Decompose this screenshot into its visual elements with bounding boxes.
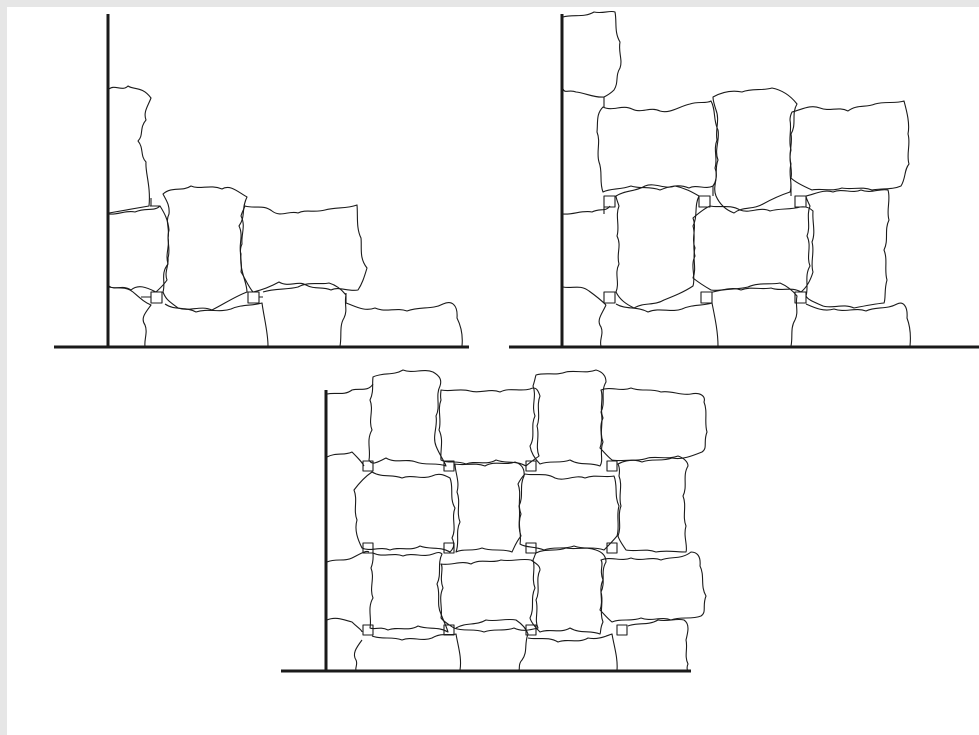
paving-stone [370,553,448,633]
panel-stage-1 [54,14,469,347]
joint-square [617,625,627,635]
paving-stone [109,206,169,292]
joint-square [795,196,806,207]
paving-stone [354,472,455,552]
joint-square [604,292,615,303]
joint-square [701,292,712,303]
paving-stone [346,303,462,346]
paving-stone [790,101,909,190]
paving-stone [713,283,797,346]
paving-stone [163,186,247,310]
joint-square [699,196,710,207]
paving-stone [263,283,346,346]
paving-pattern-diagram [7,7,979,735]
joint-square [607,543,617,553]
paving-stone [240,205,367,292]
paving-stone [616,185,699,308]
paving-stone [599,305,606,346]
paving-stone [628,619,688,670]
paving-stone [455,462,524,552]
paving-stone [354,640,362,670]
panel-stage-2 [509,11,979,347]
joint-square [604,196,615,207]
paving-stone [618,456,688,552]
diagram-sheet [7,7,979,735]
joint-square [363,625,373,635]
paving-stone [372,634,461,670]
paving-stone [109,287,151,346]
paving-stone [693,206,814,292]
paving-stone [327,618,362,632]
paving-stone [369,370,446,466]
paving-stone [563,287,606,305]
paving-stone [616,303,718,346]
paving-stone [109,86,151,213]
paving-stone [563,11,621,97]
paving-stone [327,452,364,466]
paving-stone [518,474,619,550]
paving-stone [600,552,706,622]
joint-square [248,292,259,303]
paving-stone [713,88,797,213]
panel-stage-3 [281,370,707,671]
paving-stone [165,303,268,346]
paving-stone [597,101,718,192]
joint-square [607,461,617,471]
joint-line [604,97,791,292]
paving-stone [439,388,540,466]
paving-stone [530,370,606,466]
paving-stone [456,619,528,670]
paving-stone [327,384,373,394]
paving-stone [441,559,540,632]
joint-square [151,292,162,303]
paving-stone [600,388,707,462]
paving-stone [563,206,610,214]
paving-stone [528,634,617,670]
paving-stone [530,548,606,634]
paving-stone [806,303,910,346]
paving-stone [806,190,889,308]
